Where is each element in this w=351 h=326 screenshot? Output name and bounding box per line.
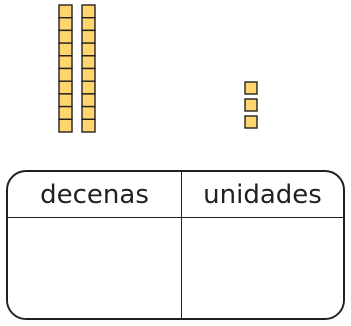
tens-rod-unit (58, 93, 73, 108)
tens-rod-unit (81, 55, 96, 70)
tens-rod-unit (58, 29, 73, 44)
tens-rod-unit (58, 80, 73, 95)
tens-rod-unit (81, 29, 96, 44)
tens-rod-unit (81, 67, 96, 82)
tens-rod-unit (58, 105, 73, 120)
ones-column-header: unidades (182, 172, 343, 218)
tens-rod-unit (58, 67, 73, 82)
tens-rod (58, 4, 73, 133)
tens-rod-unit (58, 17, 73, 32)
tens-rod-unit (58, 55, 73, 70)
tens-answer-cell (8, 218, 182, 318)
tens-rod-unit (81, 80, 96, 95)
ones-cube (244, 98, 258, 112)
tens-rod-unit (81, 105, 96, 120)
place-value-table: decenas unidades (6, 170, 345, 320)
tens-rod-unit (81, 93, 96, 108)
tens-rod-unit (81, 42, 96, 57)
tens-column-header: decenas (8, 172, 182, 218)
tens-rod (81, 4, 96, 133)
base-ten-blocks (58, 4, 258, 133)
tens-rod-unit (81, 17, 96, 32)
ones-cube (244, 81, 258, 95)
tens-rod-unit (81, 118, 96, 133)
ones-answer-cell (182, 218, 343, 318)
tens-rod-unit (81, 4, 96, 19)
tens-rod-unit (58, 4, 73, 19)
tens-rod-unit (58, 42, 73, 57)
ones-cube (244, 115, 258, 129)
tens-rod-unit (58, 118, 73, 133)
